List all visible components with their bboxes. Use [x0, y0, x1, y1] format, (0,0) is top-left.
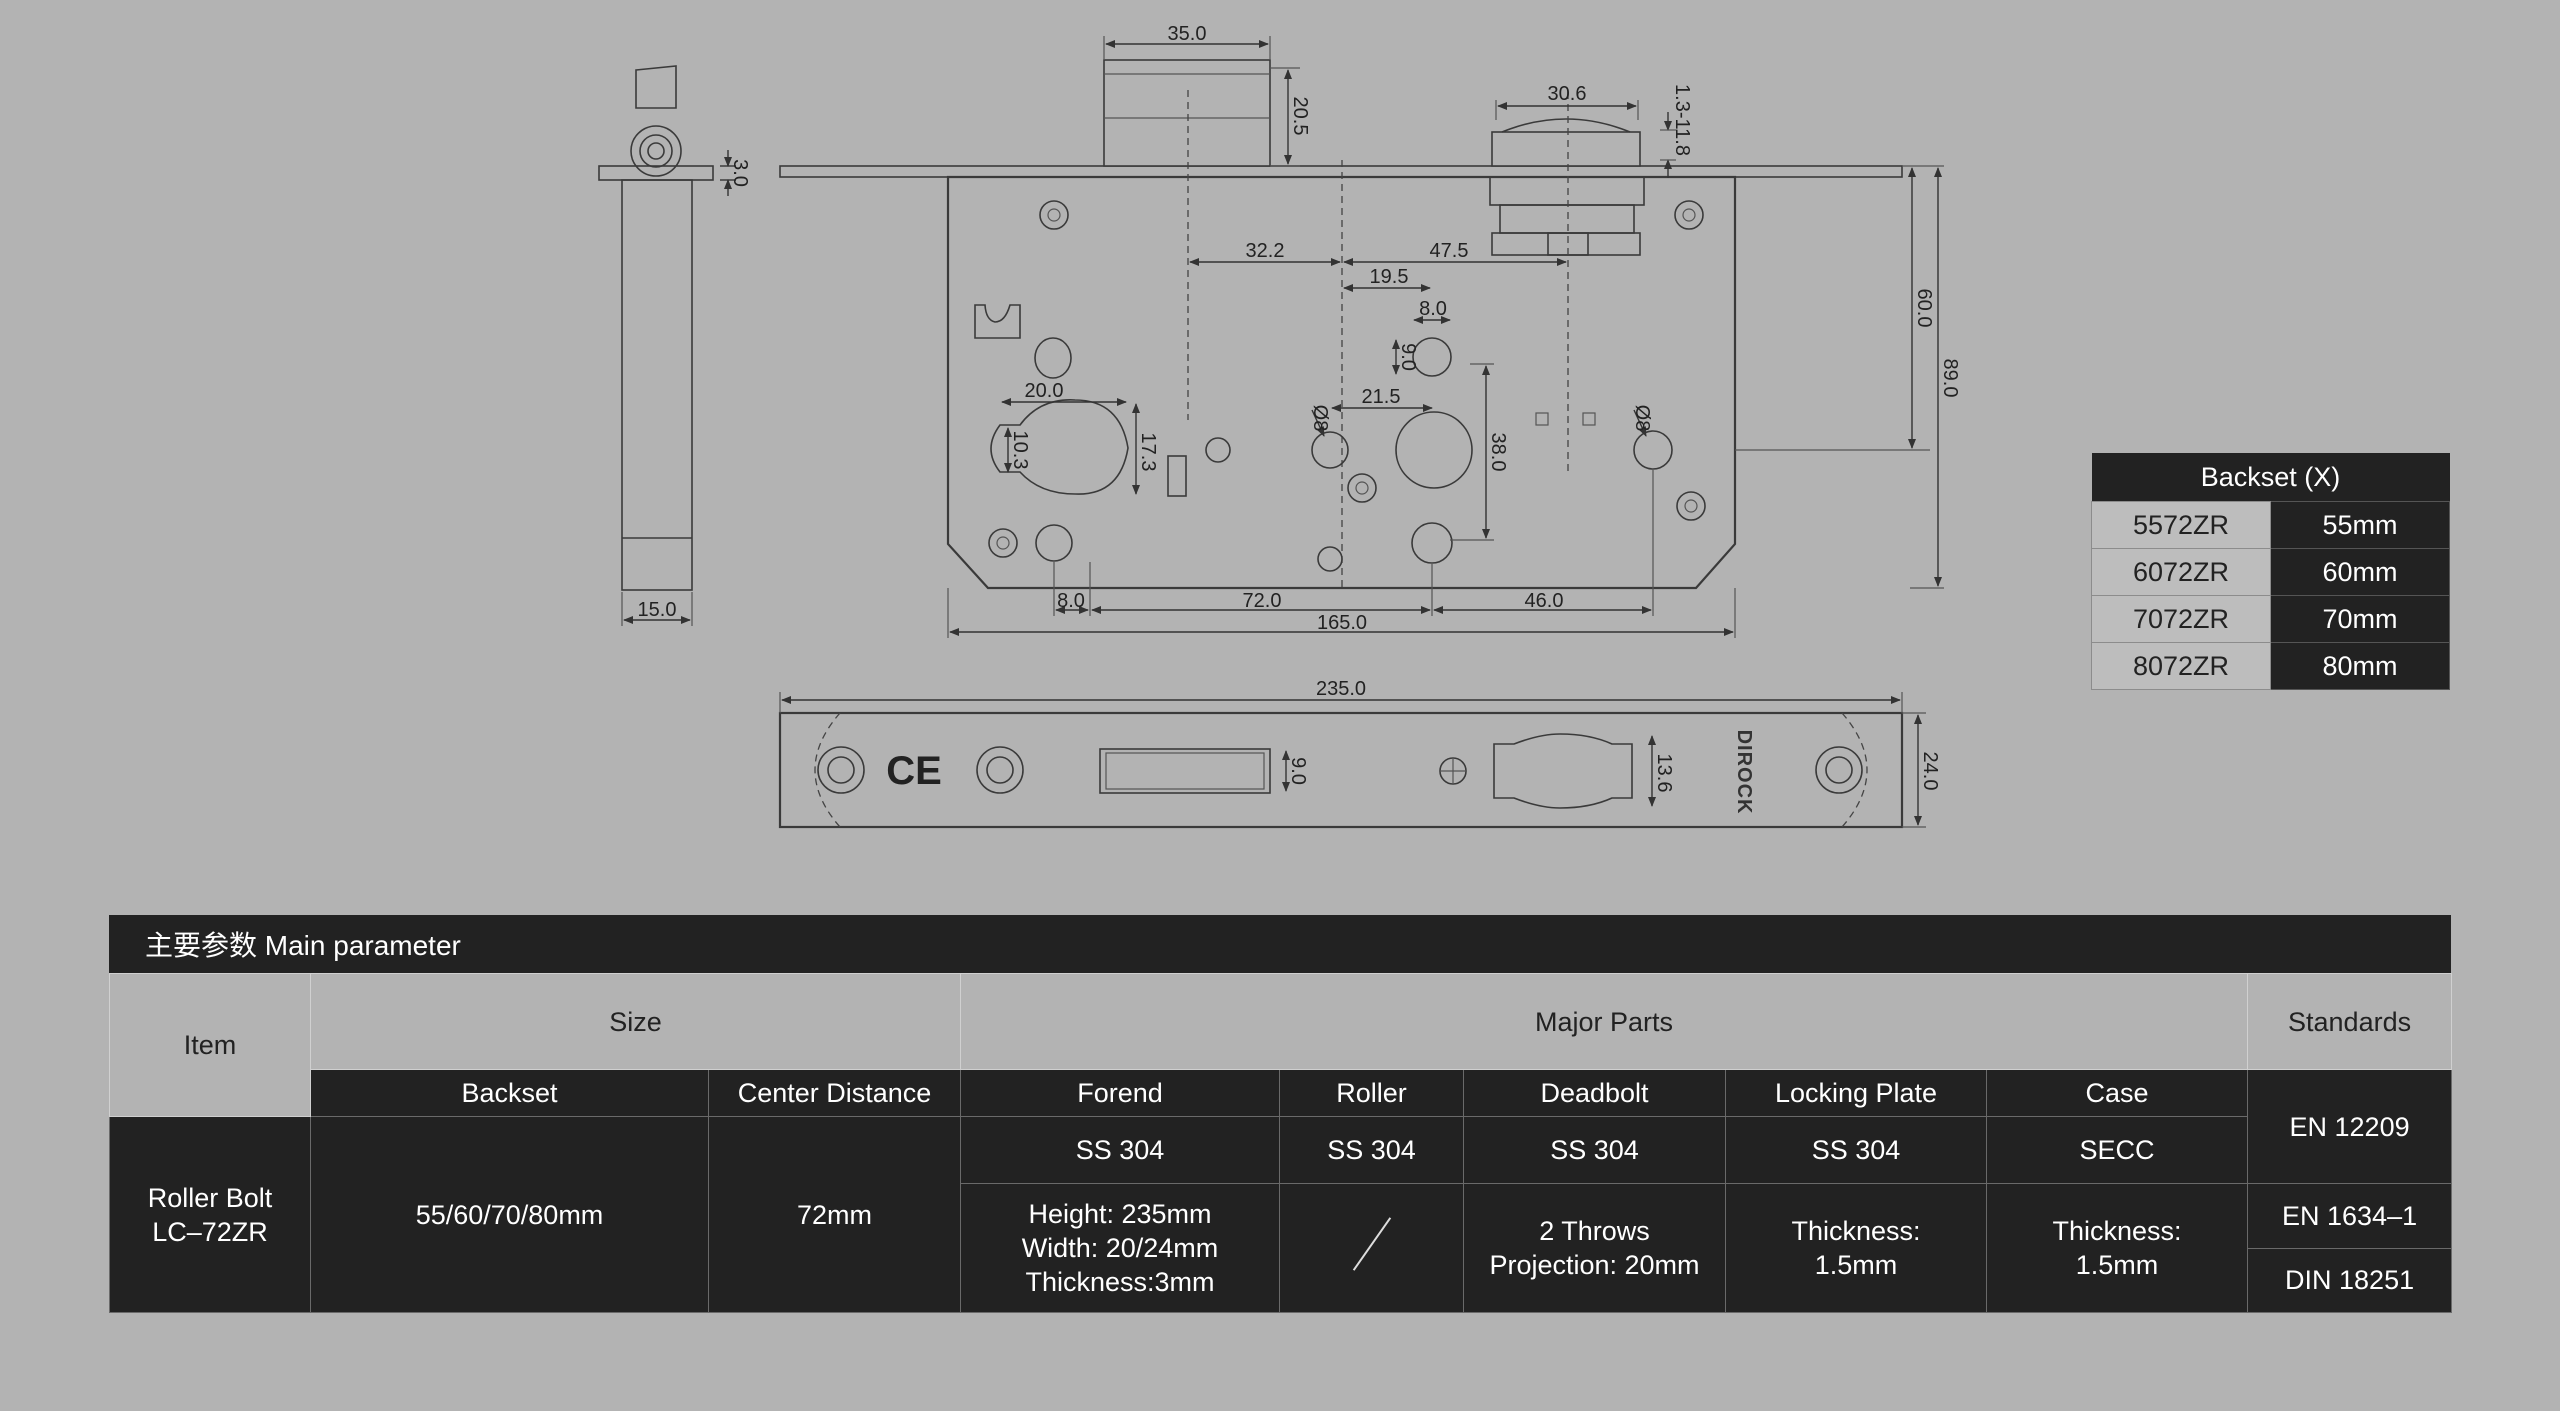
lock-body-view: 35.0 20.5 30.6 1.3-11.8 32.2 47.5 19.5 8…: [779, 23, 1961, 638]
dim-8-0-bottom: 8.0: [1057, 590, 1085, 612]
case-details: Thickness: 1.5mm: [1985, 1183, 2249, 1313]
dim-21-5: 21.5: [1362, 386, 1401, 408]
dim-17-3: 17.3: [1137, 433, 1159, 472]
backset-row: 6072ZR 60mm: [2091, 548, 2450, 596]
roller-material: SS 304: [1279, 1116, 1464, 1184]
deadbolt-material: SS 304: [1463, 1116, 1726, 1184]
backset-row: 7072ZR 70mm: [2091, 595, 2450, 643]
dim-13-6: 13.6: [1653, 754, 1675, 793]
dim-8-0-top: 8.0: [1419, 298, 1447, 320]
main-parameter-title: 主要参数 Main parameter: [109, 915, 2451, 973]
model-cell: 5572ZR: [2091, 501, 2271, 549]
backset-value-cell: 60mm: [2270, 548, 2450, 596]
dim-9-0-faceplate: 9.0: [1287, 757, 1309, 785]
forend-details: Height: 235mm Width: 20/24mm Thickness:3…: [960, 1183, 1280, 1313]
backset-table-title: Backset (X): [2091, 453, 2450, 502]
subheader-case: Case: [1985, 1069, 2249, 1117]
dim-9-0: 9.0: [1397, 343, 1419, 371]
dim-46-0: 46.0: [1525, 590, 1564, 612]
item-cell: Roller Bolt LC–72ZR: [109, 1116, 311, 1313]
deadbolt-details: 2 Throws Projection: 20mm: [1463, 1183, 1726, 1313]
dim-38-0: 38.0: [1487, 433, 1509, 472]
roller-details: [1279, 1183, 1464, 1313]
dim-60-0: 60.0: [1913, 289, 1935, 328]
header-major-parts: Major Parts: [959, 973, 2249, 1070]
header-standards: Standards: [2247, 973, 2453, 1070]
brand-label: DIROCK: [1733, 730, 1755, 815]
center-distance-cell: 72mm: [708, 1116, 961, 1313]
header-size: Size: [310, 973, 961, 1070]
dim-19-5: 19.5: [1370, 266, 1409, 288]
backset-value-cell: 55mm: [2270, 501, 2450, 549]
backset-row: 5572ZR 55mm: [2091, 501, 2450, 549]
dim-72-0: 72.0: [1243, 590, 1282, 612]
backset-table: Backset (X) 5572ZR 55mm 6072ZR 60mm 7072…: [2091, 453, 2450, 690]
ce-mark: CE: [886, 749, 942, 793]
dim-47-5: 47.5: [1430, 240, 1469, 262]
technical-drawing: 3.0 15.0: [598, 23, 1961, 829]
not-applicable-slash: [1352, 1217, 1391, 1271]
backset-value-cell: 70mm: [2270, 595, 2450, 643]
standards-stack: EN 1634–1 DIN 18251: [2247, 1183, 2453, 1313]
standard-en-12209: EN 12209: [2247, 1069, 2453, 1184]
faceplate-view: CE DIROCK 235.0 9.0 13.6 24.0: [778, 678, 1941, 829]
locking-plate-material: SS 304: [1725, 1116, 1987, 1184]
backset-row: 8072ZR 80mm: [2091, 642, 2450, 690]
subheader-roller: Roller: [1279, 1069, 1464, 1117]
model-cell: 7072ZR: [2091, 595, 2271, 643]
dim-dia8-left: Ø8: [1309, 405, 1331, 432]
standard-din-18251: DIN 18251: [2285, 1265, 2415, 1295]
dim-235-0: 235.0: [1316, 678, 1366, 700]
dim-10-3: 10.3: [1009, 431, 1031, 470]
subheader-backset: Backset: [310, 1069, 709, 1117]
dim-89-0: 89.0: [1939, 359, 1961, 398]
subheader-locking-plate: Locking Plate: [1725, 1069, 1987, 1117]
model-cell: 8072ZR: [2091, 642, 2271, 690]
locking-plate-details: Thickness: 1.5mm: [1725, 1183, 1987, 1313]
side-view: 3.0 15.0: [598, 65, 751, 626]
dim-20-0: 20.0: [1025, 380, 1064, 402]
dim-24-0: 24.0: [1919, 752, 1941, 791]
backset-value-cell: 80mm: [2270, 642, 2450, 690]
dim-32-2: 32.2: [1246, 240, 1285, 262]
dim-165-0: 165.0: [1317, 612, 1367, 634]
subheader-center-distance: Center Distance: [708, 1069, 961, 1117]
dim-dia8-right: Ø8: [1631, 405, 1653, 432]
standard-en-1634-1: EN 1634–1: [2248, 1184, 2452, 1249]
dim-30-6: 30.6: [1548, 83, 1587, 105]
dim-1-3-11-8: 1.3-11.8: [1671, 84, 1693, 156]
dim-15-0: 15.0: [638, 599, 677, 621]
backset-cell: 55/60/70/80mm: [310, 1116, 709, 1313]
dim-20-5: 20.5: [1289, 97, 1311, 136]
main-parameter-table: Item Size Major Parts Standards Backset …: [109, 973, 2453, 1313]
header-item: Item: [109, 973, 311, 1117]
dim-3-0: 3.0: [729, 159, 751, 187]
subheader-forend: Forend: [960, 1069, 1280, 1117]
case-material: SECC: [1985, 1116, 2249, 1184]
model-cell: 6072ZR: [2091, 548, 2271, 596]
dim-35-0: 35.0: [1168, 23, 1207, 45]
forend-material: SS 304: [960, 1116, 1280, 1184]
subheader-deadbolt: Deadbolt: [1463, 1069, 1726, 1117]
